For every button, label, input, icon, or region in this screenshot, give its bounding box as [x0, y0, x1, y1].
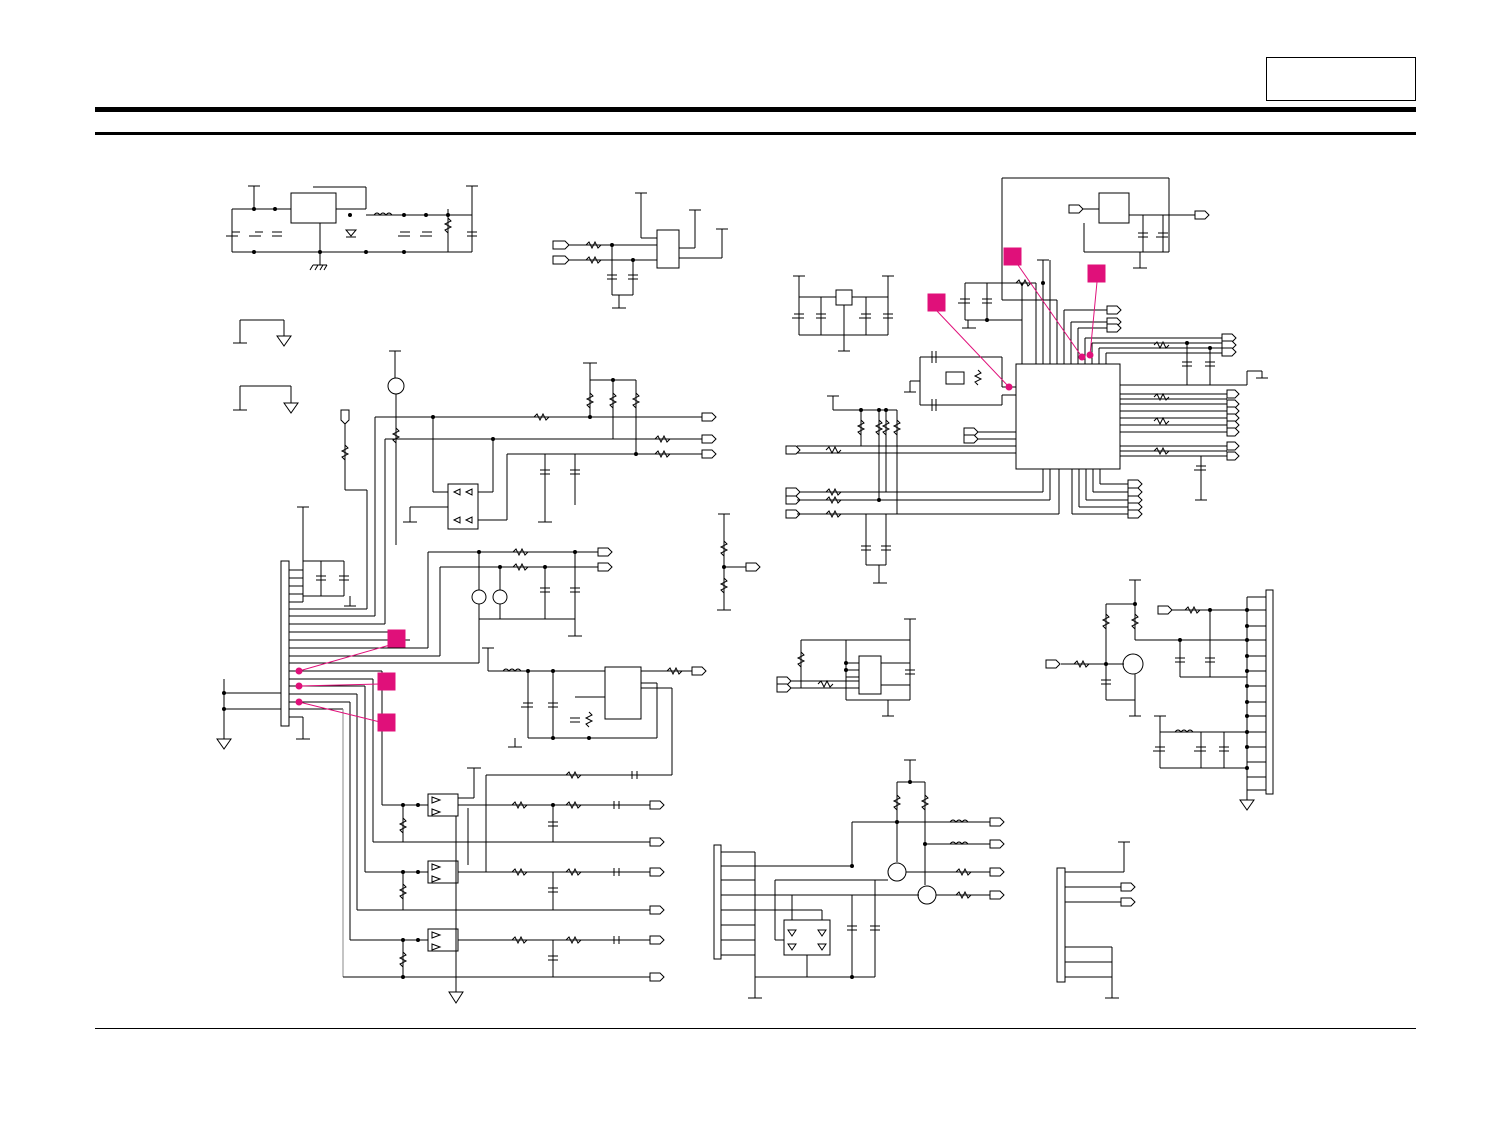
opto-led-1 [471, 589, 487, 605]
page-number-box [1266, 57, 1416, 101]
marker-box-6 [1087, 264, 1106, 283]
main-connector [280, 560, 290, 727]
opto-led-2 [492, 589, 508, 605]
chassis-ground-4 [448, 991, 464, 1004]
marker-box-2 [377, 672, 396, 691]
eeprom-ic [858, 655, 882, 695]
marker-box-3 [377, 713, 396, 732]
led-icon [387, 377, 405, 395]
signal-transistor-block [713, 759, 1005, 999]
transistor-q2 [887, 862, 907, 882]
chassis-ground-3 [216, 738, 232, 750]
bridge-rectifier-block [403, 417, 508, 530]
bias-divider-block [717, 513, 761, 611]
main-connector-block [216, 417, 480, 750]
marker-box-4 [927, 293, 946, 312]
signal-output-block [375, 362, 717, 523]
transistor-q1 [1122, 653, 1144, 675]
marker-box-1 [387, 629, 406, 648]
chassis-ground-2 [283, 402, 299, 414]
header-connector-bottom [1056, 867, 1066, 983]
crystal-icon [945, 371, 965, 385]
callout-markers [295, 247, 1106, 732]
microcontroller-block [785, 177, 1268, 584]
ground-straps [233, 319, 299, 414]
amp-ic [604, 666, 642, 720]
regulator-ic [290, 192, 337, 224]
led-indicator-block [340, 350, 405, 609]
reset-ic [656, 229, 680, 269]
pin-header-block [1056, 841, 1136, 999]
reset-ic-block [552, 192, 728, 309]
optocoupler-block [428, 547, 613, 637]
header-rule-thick [95, 107, 1416, 112]
power-regulator-block [226, 185, 478, 271]
video-transistor-block [1045, 579, 1247, 769]
eeprom-block [776, 618, 916, 717]
port-in-1 [552, 240, 570, 250]
marker-box-5 [1003, 247, 1022, 266]
aux-regulator-block [792, 275, 894, 352]
port-in-2 [552, 255, 570, 265]
mcu-ic [1015, 363, 1121, 470]
transistor-q3 [917, 885, 937, 905]
output-driver-block [342, 671, 672, 1004]
filter-capacitors [226, 231, 477, 237]
bridge-rectifier-2 [783, 919, 831, 956]
chassis-ground-5 [1239, 799, 1255, 811]
aux-regulator-ic [835, 289, 853, 306]
footer-rule [95, 1028, 1416, 1029]
header-rule-thin [95, 132, 1416, 135]
header-connector-left [713, 844, 722, 960]
pin-header-right [1239, 589, 1274, 811]
chassis-ground-1 [276, 335, 292, 347]
bridge-rectifier [447, 483, 479, 530]
zener-diode [344, 229, 358, 237]
header-connector-right [1265, 589, 1274, 795]
audio-amp-block [482, 647, 707, 775]
inductor-l1 [373, 212, 393, 216]
